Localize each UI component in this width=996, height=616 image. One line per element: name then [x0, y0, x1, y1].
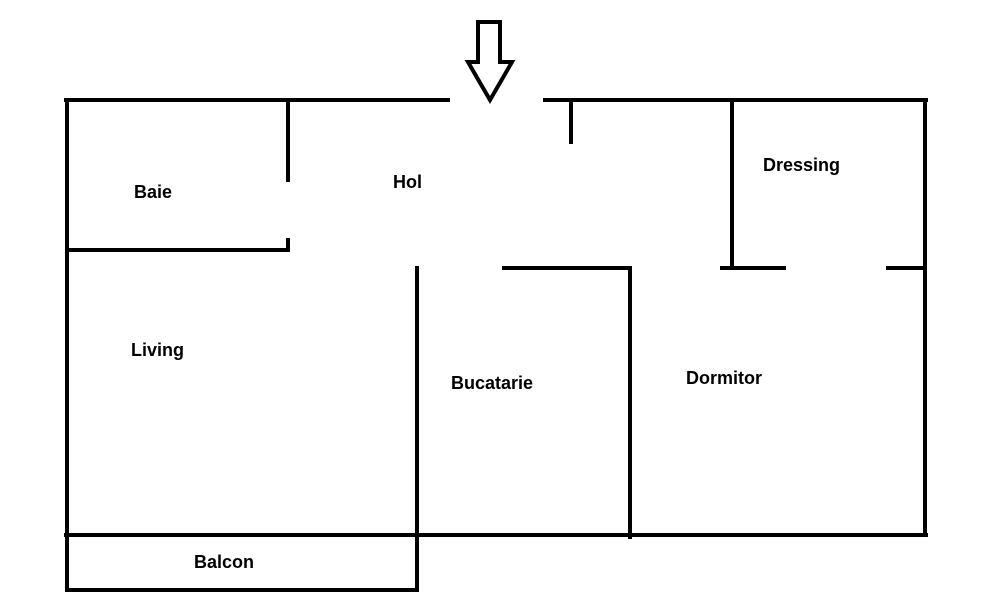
room-label-dormitor: Dormitor: [686, 368, 762, 388]
room-label-hol: Hol: [393, 172, 422, 192]
room-label-baie: Baie: [134, 182, 172, 202]
room-label-balcon: Balcon: [194, 552, 254, 572]
entrance-arrow-icon: [464, 20, 516, 104]
room-label-living: Living: [131, 340, 184, 360]
room-label-dressing: Dressing: [763, 155, 840, 175]
room-label-bucatarie: Bucatarie: [451, 373, 533, 393]
